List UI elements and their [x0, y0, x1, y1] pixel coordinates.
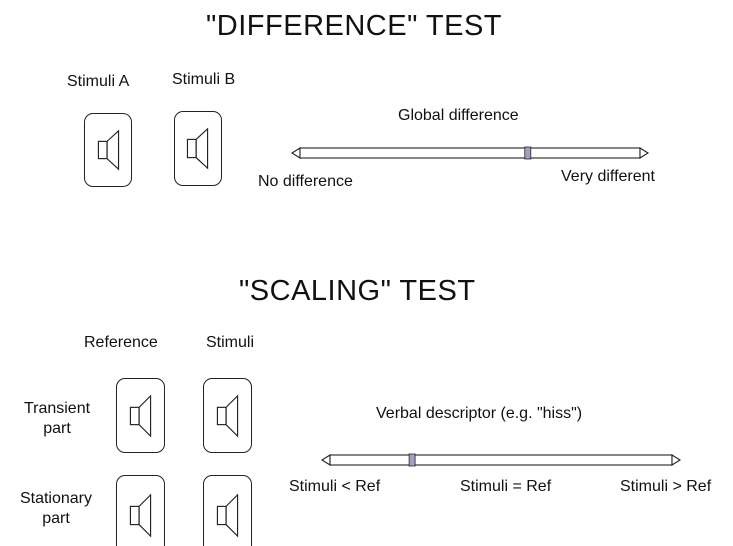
- speaker-icon: [97, 129, 120, 171]
- very-different-label: Very different: [561, 168, 655, 185]
- stimuli-b-play-button[interactable]: [174, 111, 222, 186]
- scaling-slider-cursor[interactable]: [408, 453, 416, 467]
- speaker-icon: [129, 493, 152, 538]
- stimuli-a-label: Stimuli A: [67, 73, 130, 90]
- stimuli-less-than-ref-label: Stimuli < Ref: [289, 478, 381, 495]
- difference-slider-cursor[interactable]: [524, 146, 532, 160]
- scaling-test-title: "SCALING" TEST: [239, 275, 476, 307]
- difference-test-title: "DIFFERENCE" TEST: [206, 10, 503, 42]
- stationary-part-label: Stationary part: [19, 490, 93, 527]
- stimuli-column-label: Stimuli: [206, 334, 255, 351]
- stimuli-greater-than-ref-label: Stimuli > Ref: [620, 478, 712, 495]
- transient-part-label: Transient part: [23, 400, 91, 437]
- reference-transient-play-button[interactable]: [116, 378, 165, 453]
- difference-slider[interactable]: [290, 144, 650, 162]
- scaling-slider[interactable]: [320, 451, 682, 469]
- no-difference-label: No difference: [258, 173, 353, 190]
- stimuli-b-label: Stimuli B: [172, 71, 236, 88]
- speaker-icon: [216, 493, 239, 538]
- stimuli-stationary-play-button[interactable]: [203, 475, 252, 546]
- reference-column-label: Reference: [84, 334, 158, 351]
- verbal-descriptor-caption: Verbal descriptor (e.g. "hiss"): [376, 405, 583, 422]
- speaker-icon: [129, 394, 152, 438]
- stimuli-a-play-button[interactable]: [84, 113, 132, 187]
- speaker-icon: [216, 394, 239, 438]
- reference-stationary-play-button[interactable]: [116, 475, 165, 546]
- stimuli-equal-ref-label: Stimuli = Ref: [460, 478, 552, 495]
- global-difference-caption: Global difference: [398, 107, 519, 124]
- speaker-icon: [186, 127, 209, 170]
- stimuli-transient-play-button[interactable]: [203, 378, 252, 453]
